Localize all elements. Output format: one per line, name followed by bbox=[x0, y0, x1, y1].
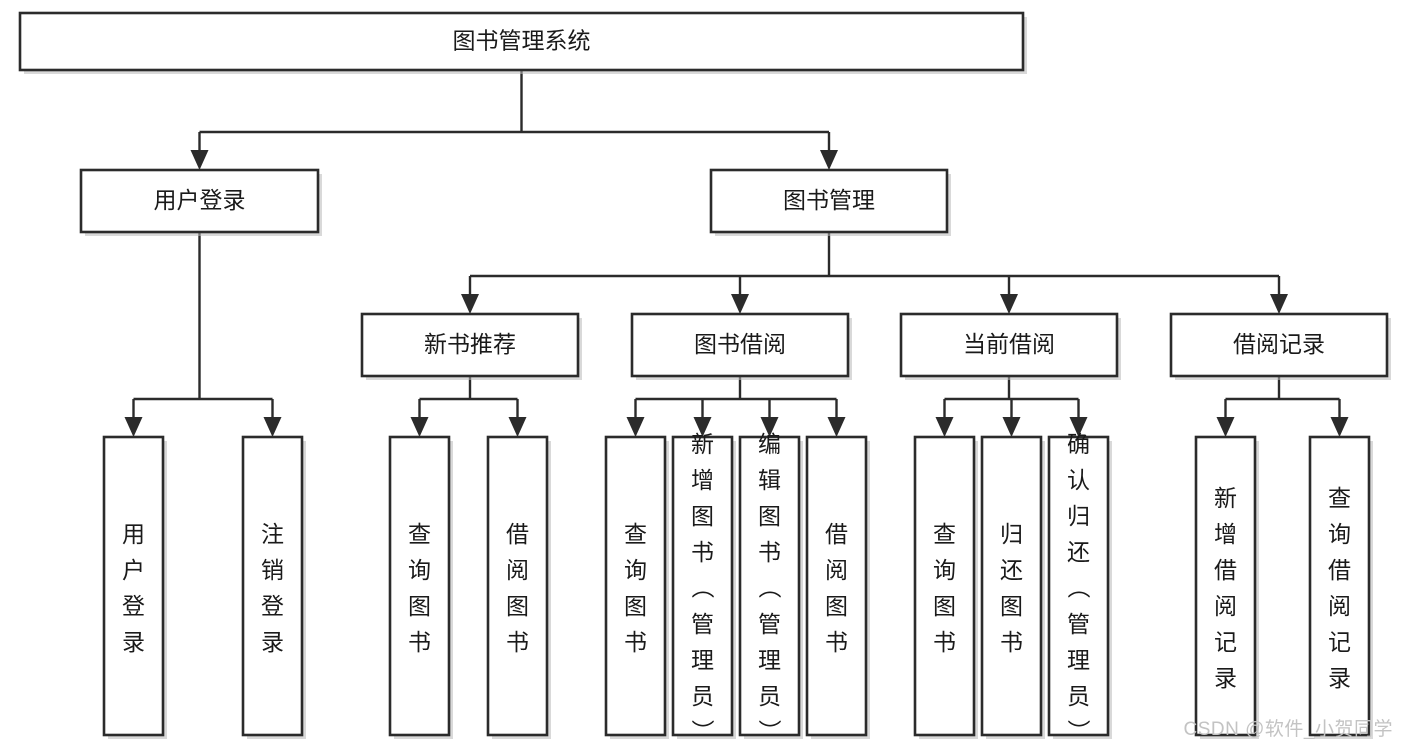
node-rect[interactable] bbox=[980, 435, 1043, 737]
arrow-head-icon bbox=[1216, 417, 1235, 437]
arrow-head-icon bbox=[1069, 417, 1088, 437]
node-label: 新增借阅记录 bbox=[1214, 485, 1237, 691]
node-label: 当前借阅 bbox=[963, 331, 1055, 357]
node-leaf-user-logout[interactable]: 注销登录 bbox=[241, 435, 306, 739]
node-leaf-return-book[interactable]: 归还图书 bbox=[980, 435, 1045, 739]
node-label: 查询借阅记录 bbox=[1328, 485, 1351, 691]
node-label: 查询图书 bbox=[933, 521, 956, 655]
node-root[interactable]: 图书管理系统 bbox=[18, 11, 1027, 74]
node-label: 用户登录 bbox=[122, 521, 145, 655]
node-layer: 图书管理系统用户登录图书管理新书推荐图书借阅当前借阅借阅记录用户登录注销登录查询… bbox=[18, 11, 1391, 745]
node-leaf-confirm-return-admin[interactable]: 确认归还（管理员） bbox=[1047, 431, 1112, 745]
node-leaf-query-borrow-record[interactable]: 查询借阅记录 bbox=[1308, 435, 1373, 739]
node-current-borrow[interactable]: 当前借阅 bbox=[899, 312, 1121, 380]
node-leaf-borrow-book[interactable]: 借阅图书 bbox=[805, 435, 870, 739]
arrow-head-icon bbox=[508, 417, 527, 437]
node-rect[interactable] bbox=[1308, 435, 1371, 737]
arrow-head-icon bbox=[461, 294, 479, 314]
connector-layer bbox=[124, 70, 1349, 437]
arrow-head-icon bbox=[1270, 294, 1288, 314]
node-rect[interactable] bbox=[79, 168, 320, 234]
connector-group-user-login bbox=[124, 232, 282, 437]
node-rect[interactable] bbox=[630, 312, 850, 378]
node-label: 查询图书 bbox=[408, 521, 431, 655]
connector-group-book-management bbox=[461, 232, 1288, 314]
node-label: 新书推荐 bbox=[424, 331, 516, 357]
arrow-head-icon bbox=[124, 417, 143, 437]
arrow-head-icon bbox=[731, 294, 749, 314]
node-leaf-query-book-current[interactable]: 查询图书 bbox=[913, 435, 978, 739]
arrow-head-icon bbox=[827, 417, 846, 437]
node-label: 确认归还（管理员） bbox=[1067, 431, 1091, 745]
node-rect[interactable] bbox=[805, 435, 868, 737]
node-rect[interactable] bbox=[604, 435, 667, 737]
node-label: 借阅记录 bbox=[1233, 331, 1325, 357]
node-rect[interactable] bbox=[102, 435, 165, 737]
arrow-head-icon bbox=[1330, 417, 1349, 437]
arrow-head-icon bbox=[190, 150, 209, 170]
arrow-head-icon bbox=[935, 417, 954, 437]
node-new-book-recommend[interactable]: 新书推荐 bbox=[360, 312, 582, 380]
node-rect[interactable] bbox=[360, 312, 580, 378]
connector-group-current-borrow bbox=[935, 376, 1088, 437]
node-user-login[interactable]: 用户登录 bbox=[79, 168, 322, 236]
arrow-head-icon bbox=[263, 417, 282, 437]
connector-group-new-book-recommend bbox=[410, 376, 527, 437]
node-rect[interactable] bbox=[913, 435, 976, 737]
node-label: 编辑图书（管理员） bbox=[758, 431, 782, 745]
arrow-head-icon bbox=[1000, 294, 1018, 314]
node-label: 用户登录 bbox=[154, 187, 246, 213]
node-rect[interactable] bbox=[709, 168, 949, 234]
node-leaf-borrow-book-recommend[interactable]: 借阅图书 bbox=[486, 435, 551, 739]
node-rect[interactable] bbox=[486, 435, 549, 737]
node-book-borrow[interactable]: 图书借阅 bbox=[630, 312, 852, 380]
node-label: 图书借阅 bbox=[694, 331, 786, 357]
node-rect[interactable] bbox=[738, 435, 801, 737]
connector-group-book-borrow bbox=[626, 376, 846, 437]
node-rect[interactable] bbox=[241, 435, 304, 737]
node-label: 图书管理 bbox=[783, 187, 875, 213]
connector-group-root bbox=[190, 70, 838, 170]
node-label: 注销登录 bbox=[261, 521, 284, 655]
node-rect[interactable] bbox=[1047, 435, 1110, 737]
node-book-management[interactable]: 图书管理 bbox=[709, 168, 951, 236]
node-rect[interactable] bbox=[899, 312, 1119, 378]
connector-group-borrow-record bbox=[1216, 376, 1349, 437]
node-rect[interactable] bbox=[1169, 312, 1389, 378]
node-borrow-record[interactable]: 借阅记录 bbox=[1169, 312, 1391, 380]
node-label: 借阅图书 bbox=[506, 521, 529, 655]
node-label: 借阅图书 bbox=[825, 521, 848, 655]
node-label: 查询图书 bbox=[624, 521, 647, 655]
node-rect[interactable] bbox=[388, 435, 451, 737]
arrow-head-icon bbox=[760, 417, 779, 437]
watermark-label: CSDN @软件_小贺同学 bbox=[1183, 719, 1393, 740]
arrow-head-icon bbox=[1002, 417, 1021, 437]
arrow-head-icon bbox=[820, 150, 838, 170]
node-leaf-add-book-admin[interactable]: 新增图书（管理员） bbox=[671, 431, 736, 745]
node-rect[interactable] bbox=[1194, 435, 1257, 737]
node-leaf-query-book-recommend[interactable]: 查询图书 bbox=[388, 435, 453, 739]
node-rect[interactable] bbox=[18, 11, 1025, 72]
node-leaf-user-login[interactable]: 用户登录 bbox=[102, 435, 167, 739]
node-label: 归还图书 bbox=[1000, 521, 1023, 655]
arrow-head-icon bbox=[693, 417, 712, 437]
arrow-head-icon bbox=[410, 417, 429, 437]
node-label: 图书管理系统 bbox=[453, 28, 591, 54]
node-leaf-edit-book-admin[interactable]: 编辑图书（管理员） bbox=[738, 431, 803, 745]
node-leaf-query-book-borrow[interactable]: 查询图书 bbox=[604, 435, 669, 739]
node-label: 新增图书（管理员） bbox=[691, 431, 715, 745]
node-leaf-add-borrow-record[interactable]: 新增借阅记录 bbox=[1194, 435, 1259, 739]
arrow-head-icon bbox=[626, 417, 645, 437]
node-rect[interactable] bbox=[671, 435, 734, 737]
